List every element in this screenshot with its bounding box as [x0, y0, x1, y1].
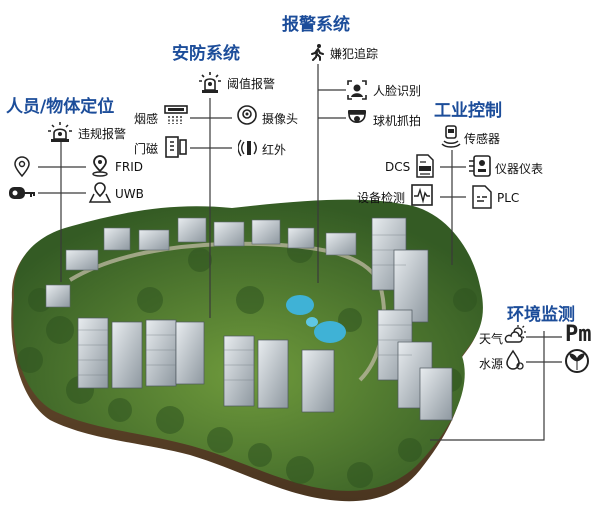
category-environment-monitoring: 环境监测 [507, 305, 575, 325]
camera-icon [236, 104, 258, 126]
dome-camera-icon [346, 108, 368, 128]
label-plc: PLC [497, 191, 520, 205]
label-frid: FRID [115, 160, 144, 174]
category-security-system: 安防系统 [172, 44, 240, 64]
label-sensor: 传感器 [464, 132, 501, 146]
sensor-icon [440, 124, 462, 150]
weather-icon [504, 325, 526, 345]
label-dome-capture: 球机抓拍 [373, 114, 422, 128]
high-rise-towers [77, 217, 453, 421]
label-equipment-detection: 设备检测 [357, 191, 406, 205]
label-weather: 天气 [479, 332, 504, 346]
map-pin-icon [90, 155, 110, 177]
label-smoke: 烟感 [134, 112, 159, 126]
category-industrial-control: 工业控制 [434, 101, 502, 121]
label-face-recognition: 人脸识别 [373, 84, 422, 98]
tower-window-lines [78, 234, 412, 381]
label-suspect-tracking: 嫌犯追踪 [330, 47, 379, 61]
category-positioning: 人员/物体定位 [6, 97, 115, 117]
connector-lines [38, 64, 562, 441]
plc-icon [470, 185, 494, 209]
category-alarm-system: 报警系统 [282, 15, 350, 35]
area-location-icon [88, 182, 112, 204]
key-tag-icon [8, 184, 36, 202]
label-camera: 摄像头 [262, 112, 299, 126]
running-person-icon [308, 43, 326, 61]
label-violation-alarm: 违规报警 [78, 127, 127, 141]
location-marker-icon [12, 156, 32, 178]
infrared-icon [238, 138, 260, 158]
label-uwb: UWB [115, 187, 144, 201]
label-infrared: 红外 [262, 143, 287, 157]
equipment-monitor-icon [410, 183, 434, 207]
water-drop-icon [505, 349, 525, 371]
face-recognition-icon [346, 79, 368, 101]
low-rise-buildings [45, 217, 357, 308]
instrument-icon [468, 154, 494, 178]
swimming-pools [286, 295, 346, 343]
pm-glyph: Pm [565, 322, 592, 347]
label-instruments: 仪器仪表 [495, 162, 544, 176]
alarm-light-icon [198, 70, 222, 94]
door-sensor-icon [164, 136, 188, 158]
label-threshold-alarm: 阈值报警 [227, 77, 276, 91]
label-dcs: DCS [385, 160, 411, 174]
smoke-detector-icon [164, 104, 188, 126]
label-door-magnet: 门磁 [134, 142, 159, 156]
dcs-file-icon [414, 154, 436, 178]
alarm-siren-icon [47, 121, 73, 143]
label-water-source: 水源 [479, 357, 504, 371]
leaf-sprout-icon [564, 348, 590, 374]
